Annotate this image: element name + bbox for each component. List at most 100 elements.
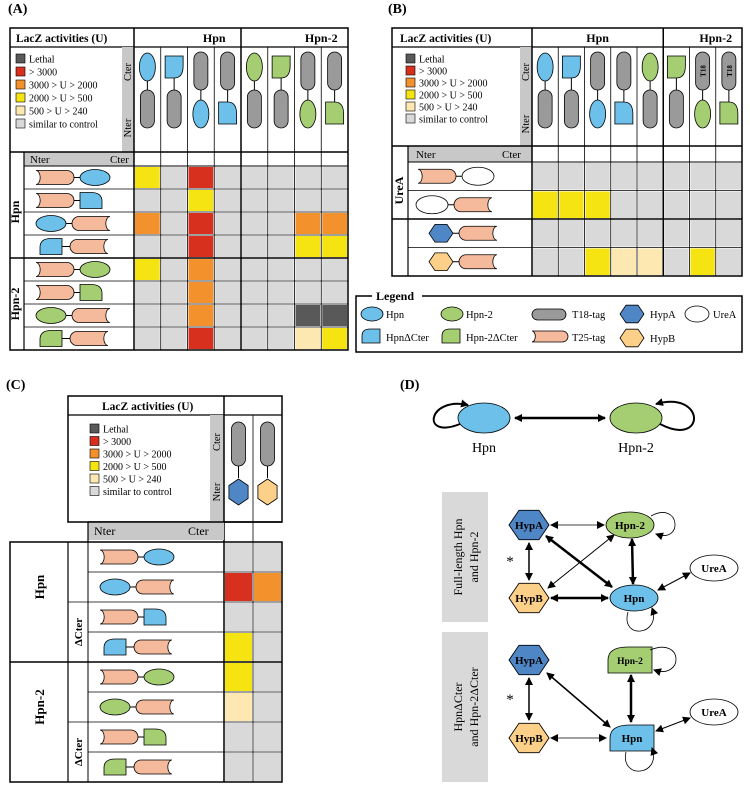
heat-cell-b-3-0 bbox=[533, 248, 558, 275]
d1-hypA-label: HypA bbox=[515, 520, 543, 532]
panel-c-fusion-row-7 bbox=[103, 758, 173, 776]
heat-cell-c-0-1 bbox=[254, 543, 281, 571]
heat-cell-a-5-6 bbox=[295, 282, 321, 303]
heat-cell-b-2-2 bbox=[585, 220, 610, 247]
legend-item-hypA: HypA bbox=[650, 310, 676, 321]
legend-label-0: Lethal bbox=[419, 55, 445, 66]
t25-tag bbox=[69, 331, 109, 346]
heat-cell-b-2-0 bbox=[533, 220, 558, 247]
heat-cell-c-4-1 bbox=[254, 663, 281, 691]
truncated-shape bbox=[39, 238, 63, 255]
legend-label-5: similar to control bbox=[103, 487, 172, 498]
heat-cell-c-0-0 bbox=[225, 543, 252, 571]
heat-cell-c-3-0 bbox=[225, 633, 252, 661]
heat-cell-b-1-2 bbox=[585, 191, 610, 218]
d1-ureA-shape bbox=[689, 554, 739, 582]
panel-c-dcter-1: ΔCter bbox=[73, 618, 85, 646]
panel-a-t18-col-1 bbox=[164, 55, 184, 129]
heat-cell-a-4-6 bbox=[295, 259, 321, 280]
d2-hypA-label: HypA bbox=[515, 655, 543, 667]
nter-label-b: Nter bbox=[521, 114, 532, 133]
heat-cell-a-4-0 bbox=[135, 259, 160, 280]
legend-hypA-icon bbox=[619, 304, 645, 324]
panel-c-t18-col-0 bbox=[228, 421, 249, 506]
panel-a-t18-col-4 bbox=[245, 52, 263, 129]
heat-cell-c-2-0 bbox=[225, 603, 252, 631]
heat-cell-a-3-3 bbox=[215, 236, 240, 257]
heat-cell-a-5-7 bbox=[322, 282, 347, 303]
d1-hpn2-label: Hpn-2 bbox=[615, 520, 645, 532]
panel-a-t18-col-5 bbox=[271, 55, 291, 129]
hexagon-shape bbox=[428, 223, 454, 243]
heat-cell-a-4-5 bbox=[268, 259, 294, 280]
legend-swatch-5 bbox=[405, 113, 416, 124]
heat-cell-b-3-7 bbox=[716, 248, 741, 275]
legend-hpn2-dcter-icon bbox=[441, 328, 461, 344]
panel-b-t18-col-4 bbox=[641, 52, 659, 129]
heat-cell-a-1-0 bbox=[135, 190, 160, 211]
d2-hpn-self bbox=[625, 747, 659, 772]
heat-cell-c-6-1 bbox=[254, 723, 281, 751]
t25-tag bbox=[99, 549, 139, 565]
heat-cell-a-1-4 bbox=[242, 190, 267, 211]
t25-tag bbox=[69, 239, 109, 254]
legend-swatch-4 bbox=[15, 105, 26, 116]
legend-swatch-2 bbox=[405, 77, 416, 88]
truncated-shape bbox=[39, 330, 63, 347]
heat-cell-b-0-1 bbox=[559, 163, 584, 190]
legend-swatch-4 bbox=[405, 101, 416, 112]
heat-cell-b-1-0 bbox=[533, 191, 558, 218]
heat-cell-a-7-4 bbox=[242, 328, 267, 349]
legend-label-3: 2000 > U > 500 bbox=[29, 94, 93, 105]
t18-tag bbox=[273, 89, 289, 129]
hexagon-shape bbox=[257, 478, 278, 506]
panel-a-fusion-row-6 bbox=[35, 307, 111, 324]
heat-cell-a-2-0 bbox=[135, 213, 160, 234]
legend-swatch-0 bbox=[15, 53, 26, 64]
protein-shape bbox=[694, 99, 712, 129]
legend-label-3: 2000 > U > 500 bbox=[419, 91, 483, 102]
t18-tag bbox=[563, 89, 579, 129]
panel-label-a: (A) bbox=[8, 2, 28, 17]
d2-hpn2-self bbox=[649, 647, 677, 677]
heat-cell-a-1-3 bbox=[215, 190, 240, 211]
legend-item-hpn2-dcter: Hpn-2ΔCter bbox=[466, 333, 518, 344]
protein-shape bbox=[35, 307, 67, 324]
d-top-hpn-self bbox=[432, 399, 469, 429]
d1-star: * bbox=[506, 554, 514, 570]
heat-cell-c-7-0 bbox=[225, 753, 252, 781]
heat-cell-b-3-1 bbox=[559, 248, 584, 275]
legend-hpn-icon bbox=[360, 306, 384, 322]
panel-a-fusion-row-2 bbox=[35, 215, 111, 232]
legend-label-4: 500 > U > 240 bbox=[29, 107, 88, 118]
truncated-shape bbox=[666, 55, 686, 79]
legend-label-1: > 3000 bbox=[103, 437, 131, 448]
heat-cell-a-1-5 bbox=[268, 190, 294, 211]
heat-cell-b-2-6 bbox=[690, 220, 715, 247]
protein-shape bbox=[79, 169, 111, 186]
protein-shape bbox=[536, 52, 554, 82]
row-nter-label-b: Nter bbox=[416, 149, 436, 161]
panel-b-t18-col-6: T18 bbox=[694, 51, 712, 129]
t18-tag bbox=[616, 51, 632, 91]
heat-cell-a-1-2 bbox=[188, 190, 214, 211]
panel-b-t18-col-0 bbox=[536, 52, 554, 129]
truncated-shape bbox=[103, 758, 127, 776]
heat-cell-b-2-1 bbox=[559, 220, 584, 247]
legend-swatch-1 bbox=[89, 436, 100, 446]
heat-cell-b-3-3 bbox=[611, 248, 636, 275]
heat-cell-a-3-5 bbox=[268, 236, 294, 257]
protein-shape bbox=[192, 99, 210, 129]
heat-cell-a-2-1 bbox=[161, 213, 187, 234]
t25-tag bbox=[35, 170, 75, 185]
t18-label: T18 bbox=[700, 65, 708, 77]
panel-c-fusion-row-1 bbox=[99, 578, 175, 596]
truncated-shape bbox=[143, 608, 167, 626]
d1-hpn2-hpn bbox=[628, 538, 637, 585]
legend-label-5: similar to control bbox=[29, 120, 98, 131]
heat-cell-a-5-4 bbox=[242, 282, 267, 303]
t25-tag bbox=[35, 285, 75, 300]
legend-swatch-0 bbox=[405, 53, 416, 64]
truncated-shape bbox=[79, 284, 103, 301]
heat-cell-c-2-1 bbox=[254, 603, 281, 631]
